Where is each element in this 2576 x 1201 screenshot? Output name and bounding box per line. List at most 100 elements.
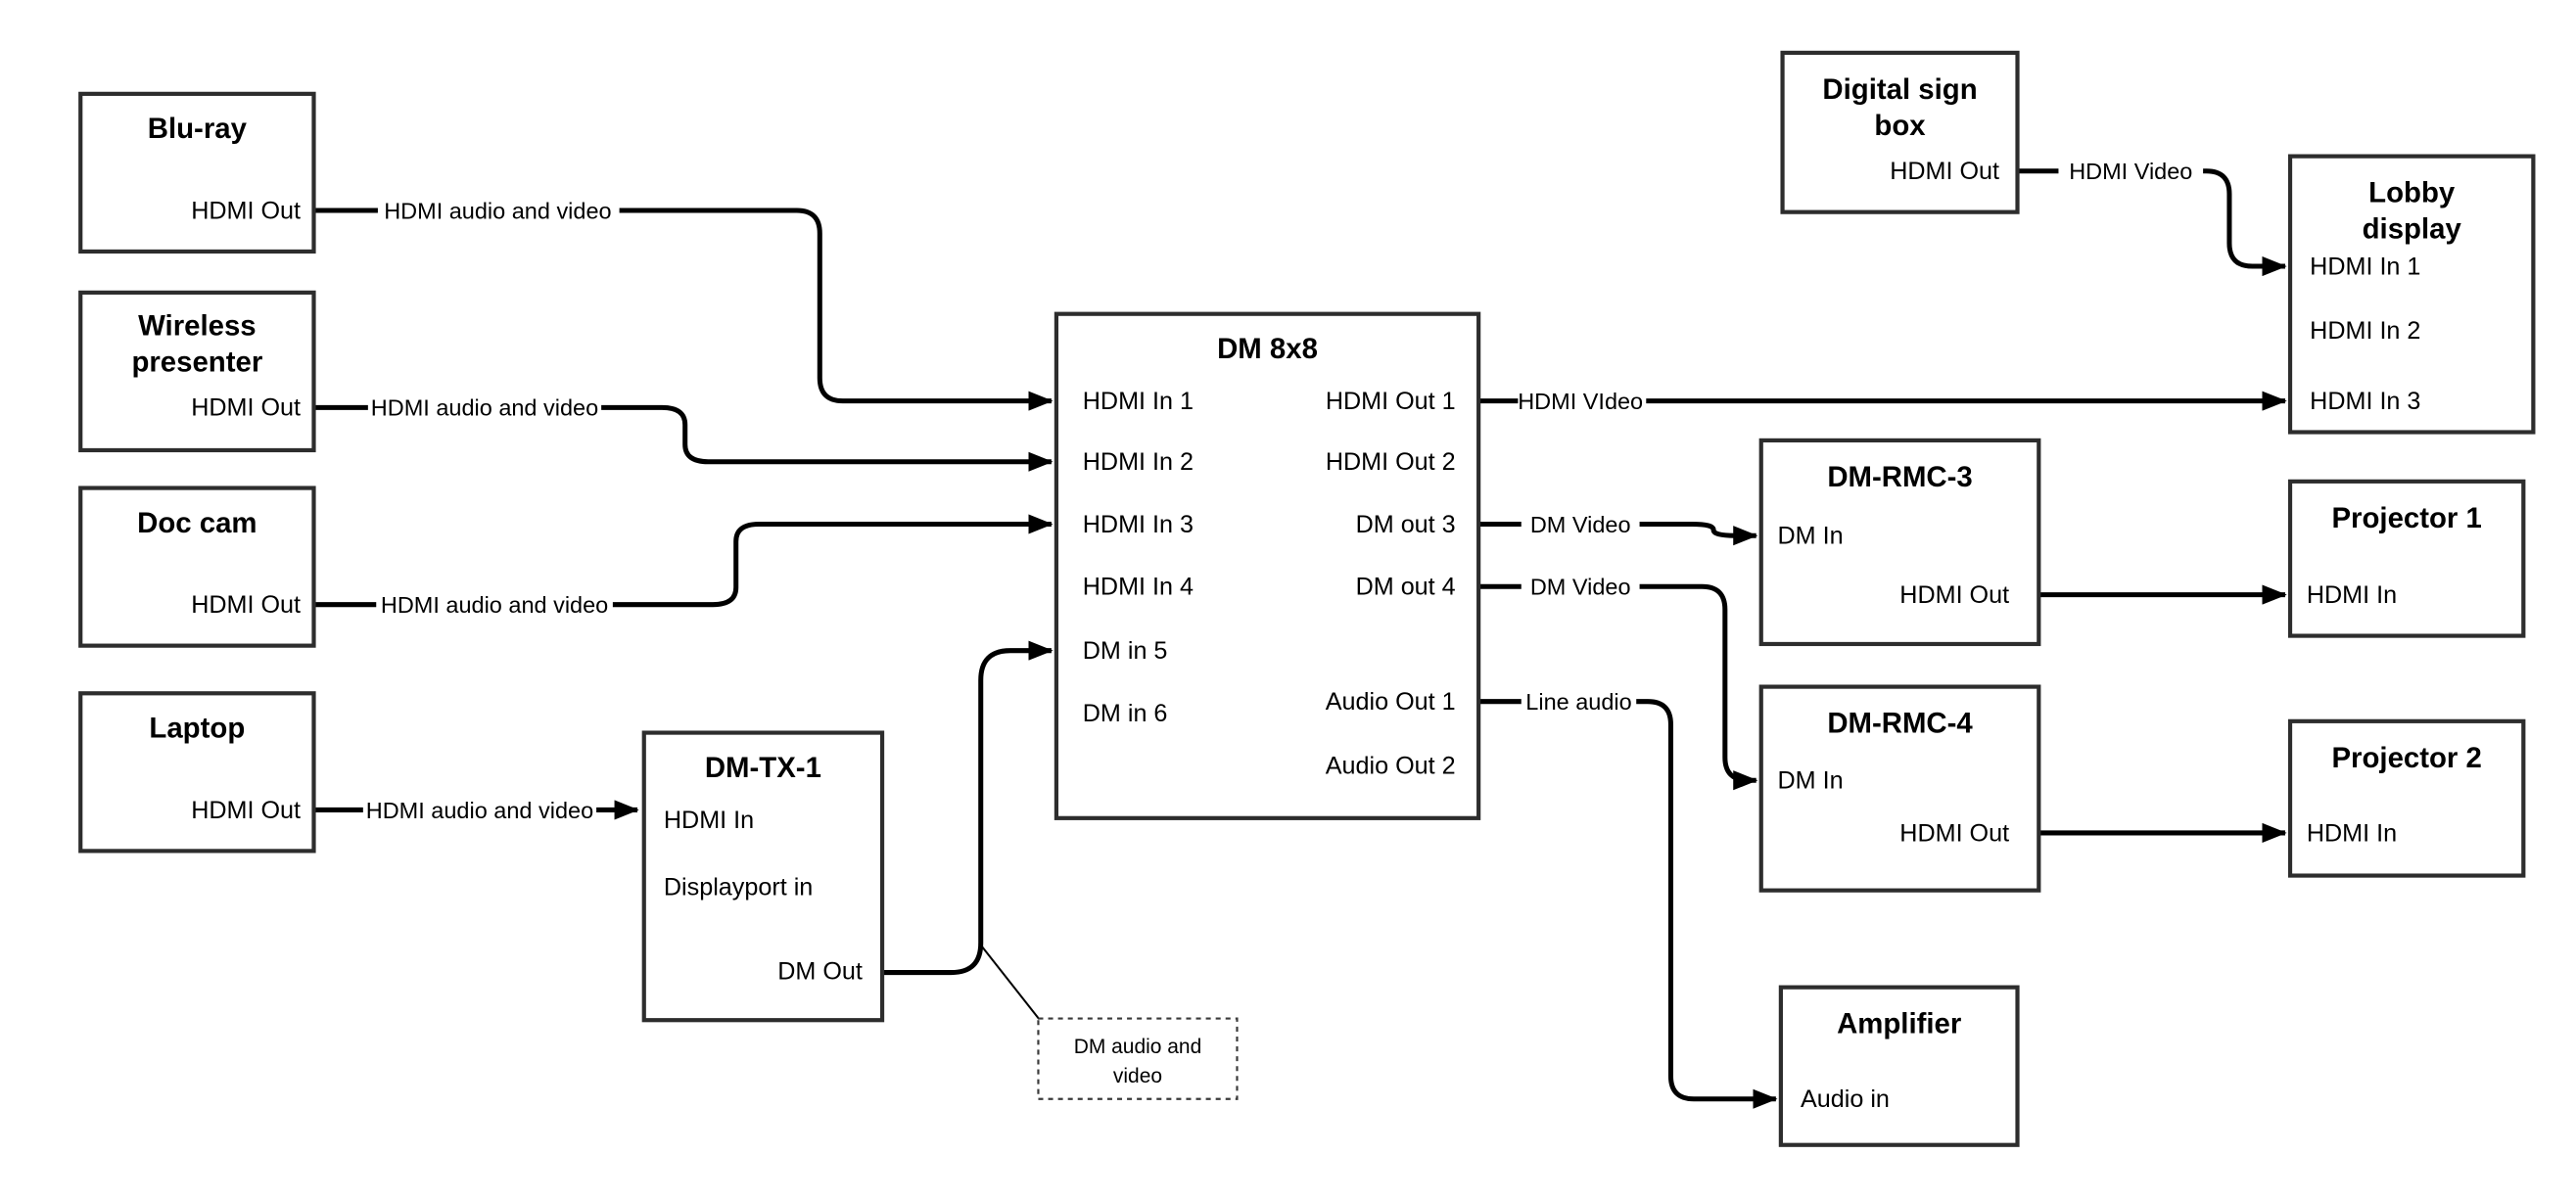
node-dm-rmc-4: DM-RMC-4 DM In HDMI Out (1758, 684, 2041, 893)
port-hdmi-in-2: HDMI In 2 (1083, 448, 1194, 476)
port-hdmi-out: HDMI Out (191, 591, 301, 619)
connector-label: HDMI VIdeo (1518, 389, 1643, 414)
node-box (2287, 479, 2526, 638)
node-title-line2: display (2363, 213, 2462, 246)
annotation-text-line2: video (1113, 1065, 1162, 1087)
node-box (641, 730, 885, 1023)
connector-dm8x8-to-amplifier: Line audio (1478, 689, 1778, 1109)
port-hdmi-in-3: HDMI In 3 (2310, 388, 2420, 415)
node-box (2287, 718, 2526, 878)
wire-segment (1639, 521, 1758, 546)
connector-dm8x8-to-lobby: HDMI VIdeo (1478, 389, 2287, 414)
port-hdmi-in-1: HDMI In 1 (2310, 253, 2420, 280)
connector-laptop-to-dmtx1: HDMI audio and video (313, 798, 639, 823)
node-box (2287, 154, 2536, 435)
port-hdmi-in-3: HDMI In 3 (1083, 511, 1194, 538)
node-laptop: Laptop HDMI Out (78, 691, 316, 854)
port-dm-out-3: DM out 3 (1356, 511, 1456, 538)
connector-wireless-to-dm8x8: HDMI audio and video (313, 395, 1054, 472)
node-digital-sign-box: Digital sign box HDMI Out (1780, 50, 2020, 214)
port-hdmi-in: HDMI In (664, 807, 754, 834)
port-hdmi-out: HDMI Out (191, 394, 301, 422)
annotation-dm-audio-video: DM audio and video (978, 942, 1239, 1100)
node-projector-1: Projector 1 HDMI In (2287, 479, 2526, 638)
port-audio-out-2: Audio Out 2 (1326, 753, 1456, 780)
annotation-text-line1: DM audio and (1074, 1036, 1202, 1058)
connector-dm8x8-to-rmc4: DM Video (1478, 575, 1758, 791)
port-displayport-in: Displayport in (664, 874, 813, 901)
node-title: Projector 2 (2331, 742, 2481, 774)
node-title: DM-RMC-3 (1827, 461, 1972, 493)
port-audio-out-1: Audio Out 1 (1326, 688, 1456, 716)
port-dm-in-5: DM in 5 (1083, 637, 1168, 665)
port-hdmi-out: HDMI Out (191, 197, 301, 224)
connector-label: Line audio (1525, 689, 1631, 715)
node-box (78, 691, 316, 854)
wire-segment (601, 404, 1054, 472)
port-hdmi-out: HDMI Out (191, 797, 301, 824)
port-dm-in: DM In (1778, 523, 1844, 550)
node-title: Laptop (149, 713, 245, 745)
wire-segment (882, 640, 1054, 976)
port-hdmi-in: HDMI In (2307, 819, 2397, 847)
connector-label: HDMI Video (2069, 159, 2192, 184)
node-box (1778, 985, 2020, 1147)
port-hdmi-out: HDMI Out (1890, 158, 1999, 185)
connector-dmtx1-to-dm8x8 (882, 640, 1054, 976)
node-title-line1: Lobby (2368, 177, 2456, 209)
node-title-line2: presenter (131, 346, 262, 378)
node-title: Projector 1 (2331, 502, 2481, 534)
connector-dm8x8-to-rmc3: DM Video (1478, 512, 1758, 546)
node-title: Amplifier (1837, 1008, 1961, 1040)
node-amplifier: Amplifier Audio in (1778, 985, 2020, 1147)
node-box (78, 91, 316, 254)
port-hdmi-in: HDMI In (2307, 581, 2397, 609)
port-hdmi-in-2: HDMI In 2 (2310, 317, 2420, 345)
connector-label: HDMI audio and video (381, 592, 608, 618)
node-title-line2: box (1874, 110, 1926, 142)
connector-label: DM Video (1530, 512, 1631, 537)
port-hdmi-out: HDMI Out (1899, 819, 2009, 847)
port-hdmi-in-4: HDMI In 4 (1083, 574, 1194, 601)
port-dm-in: DM In (1778, 767, 1844, 795)
connector-label: HDMI audio and video (371, 395, 598, 421)
node-lobby-display: Lobby display HDMI In 1 HDMI In 2 HDMI I… (2287, 154, 2536, 435)
port-hdmi-out-2: HDMI Out 2 (1326, 448, 1456, 476)
port-dm-in-6: DM in 6 (1083, 700, 1168, 727)
node-title: Blu-ray (148, 113, 248, 145)
port-hdmi-out-1: HDMI Out 1 (1326, 388, 1456, 415)
node-dm-rmc-3: DM-RMC-3 DM In HDMI Out (1758, 438, 2041, 647)
node-box (1780, 50, 2020, 214)
node-title: Doc cam (137, 507, 257, 539)
annotation-box (1037, 1017, 1239, 1100)
connector-label: HDMI audio and video (384, 198, 611, 223)
port-dm-out: DM Out (777, 957, 863, 985)
port-hdmi-out: HDMI Out (1899, 581, 2009, 609)
node-title: DM-TX-1 (705, 752, 821, 784)
node-doc-cam: Doc cam HDMI Out (78, 485, 316, 648)
node-projector-2: Projector 2 HDMI In (2287, 718, 2526, 878)
wire-segment (1639, 583, 1758, 791)
wire-segment (2203, 168, 2287, 277)
node-wireless-presenter: Wireless presenter HDMI Out (78, 290, 316, 453)
connector-sign-to-lobby: HDMI Video (2017, 159, 2287, 277)
connector-label: DM Video (1530, 575, 1631, 600)
node-title-line1: Wireless (138, 310, 257, 343)
node-dm-8x8: DM 8x8 HDMI In 1 HDMI In 2 HDMI In 3 HDM… (1054, 311, 1481, 820)
node-dm-tx-1: DM-TX-1 HDMI In Displayport in DM Out (641, 730, 885, 1023)
node-box (1054, 311, 1481, 820)
connector-doccam-to-dm8x8: HDMI audio and video (313, 514, 1054, 618)
wire-segment (612, 514, 1054, 608)
annotation-leader-line (978, 942, 1041, 1021)
node-box (1758, 684, 2041, 893)
node-bluray: Blu-ray HDMI Out (78, 91, 316, 254)
node-title: DM 8x8 (1217, 333, 1318, 365)
wire-segment (619, 208, 1054, 411)
connector-label: HDMI audio and video (366, 798, 593, 823)
port-dm-out-4: DM out 4 (1356, 574, 1456, 601)
node-title: DM-RMC-4 (1827, 708, 1973, 740)
port-hdmi-in-1: HDMI In 1 (1083, 388, 1194, 415)
wire-segment (1636, 699, 1778, 1109)
